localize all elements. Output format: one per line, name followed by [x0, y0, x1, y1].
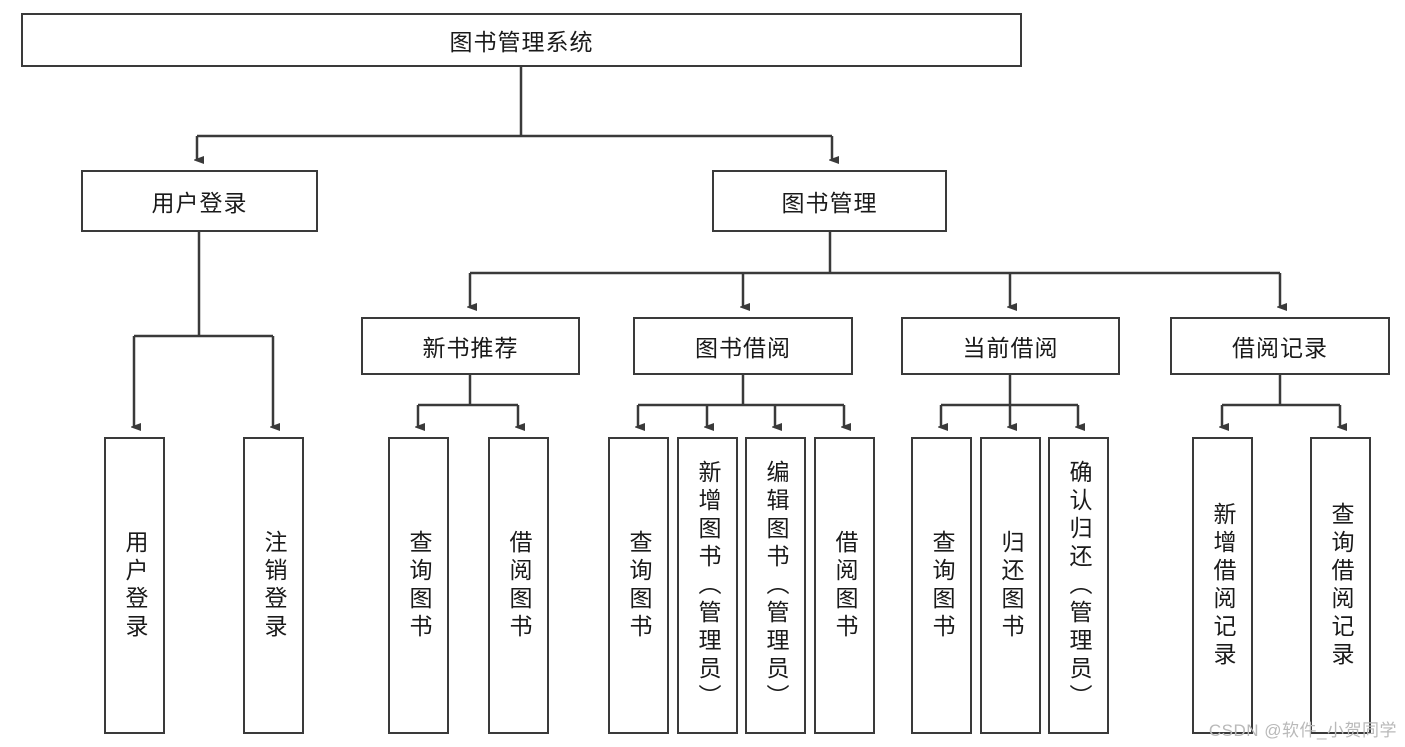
node-borrow-record[interactable]: 借阅记录 [1170, 317, 1390, 375]
node-label: 确认归还（管理员） [1066, 459, 1092, 712]
node-label: 借阅图书 [832, 529, 858, 642]
node-label: 用户登录 [122, 529, 148, 642]
node-label: 当前借阅 [962, 335, 1059, 361]
leaf-query-book-borrow[interactable]: 查询图书 [608, 437, 669, 734]
node-root-system[interactable]: 图书管理系统 [21, 13, 1022, 67]
csdn-watermark: CSDN @软件_小贺同学 [1208, 721, 1397, 740]
node-label: 图书管理 [781, 190, 878, 216]
node-label: 图书管理系统 [449, 29, 594, 55]
leaf-borrow-book-recommend[interactable]: 借阅图书 [488, 437, 549, 734]
node-label: 查询图书 [626, 529, 652, 642]
node-label: 借阅记录 [1232, 335, 1328, 361]
leaf-query-borrow-record[interactable]: 查询借阅记录 [1310, 437, 1371, 734]
leaf-query-book-recommend[interactable]: 查询图书 [388, 437, 449, 734]
node-book-management[interactable]: 图书管理 [712, 170, 947, 232]
node-book-borrow[interactable]: 图书借阅 [633, 317, 853, 375]
node-label: 用户登录 [151, 190, 248, 216]
leaf-edit-book-admin[interactable]: 编辑图书（管理员） [745, 437, 806, 734]
leaf-user-login[interactable]: 用户登录 [104, 437, 165, 734]
node-current-borrow[interactable]: 当前借阅 [901, 317, 1120, 375]
leaf-return-book[interactable]: 归还图书 [980, 437, 1041, 734]
leaf-add-book-admin[interactable]: 新增图书（管理员） [677, 437, 738, 734]
leaf-borrow-book[interactable]: 借阅图书 [814, 437, 875, 734]
node-label: 编辑图书（管理员） [763, 459, 789, 712]
node-label: 图书借阅 [695, 335, 791, 361]
node-label: 归还图书 [998, 529, 1024, 642]
leaf-confirm-return-admin[interactable]: 确认归还（管理员） [1048, 437, 1109, 734]
node-label: 查询图书 [929, 529, 955, 642]
leaf-add-borrow-record[interactable]: 新增借阅记录 [1192, 437, 1253, 734]
node-label: 查询图书 [406, 529, 432, 642]
node-label: 借阅图书 [506, 529, 532, 642]
node-label: 新增图书（管理员） [695, 459, 721, 712]
node-label: 查询借阅记录 [1328, 501, 1354, 670]
leaf-user-logout[interactable]: 注销登录 [243, 437, 304, 734]
node-new-book-recommend[interactable]: 新书推荐 [361, 317, 580, 375]
leaf-query-book-current[interactable]: 查询图书 [911, 437, 972, 734]
node-user-login[interactable]: 用户登录 [81, 170, 318, 232]
node-label: 新增借阅记录 [1210, 501, 1236, 670]
node-label: 注销登录 [261, 529, 287, 642]
node-label: 新书推荐 [422, 335, 519, 361]
